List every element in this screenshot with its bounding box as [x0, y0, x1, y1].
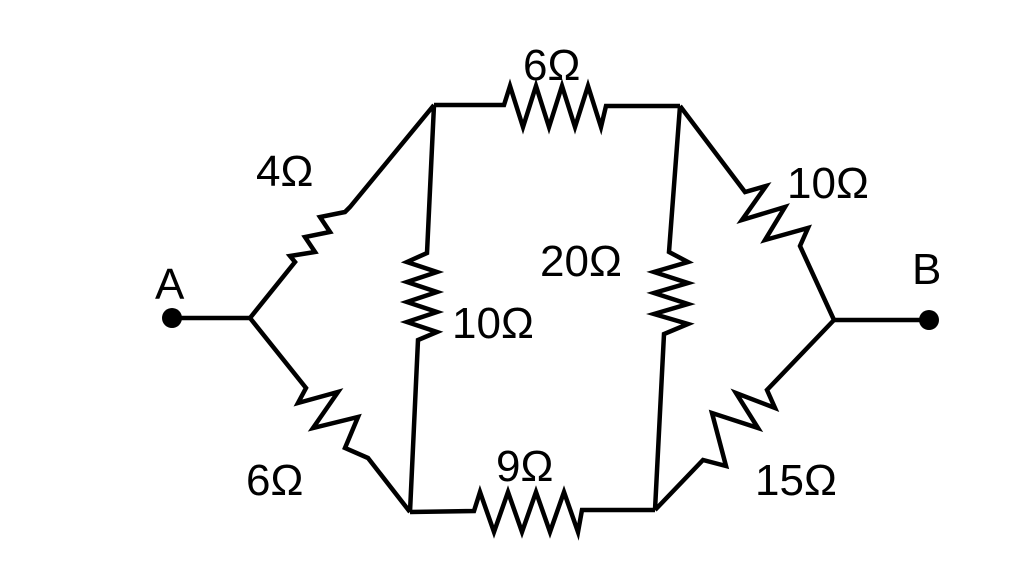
terminal-a: A — [155, 260, 185, 328]
resistor-10ohm-middle-zigzag-icon — [399, 104, 445, 513]
resistor-4ohm-label: 4Ω — [256, 147, 313, 196]
resistor-20ohm-zigzag-icon — [646, 105, 696, 511]
resistor-9ohm-zigzag-icon — [409, 484, 655, 541]
terminal-b: B — [912, 245, 941, 330]
resistor-10ohm-right-label: 10Ω — [787, 159, 869, 208]
resistor-10ohm-middle: 10Ω — [399, 104, 534, 513]
resistor-6ohm-left-zigzag-icon — [248, 316, 412, 514]
resistor-6ohm-top-label: 6Ω — [523, 41, 580, 90]
resistor-20ohm-label: 20Ω — [540, 237, 622, 286]
resistor-10ohm-right-zigzag-icon — [678, 104, 837, 321]
resistor-9ohm-label: 9Ω — [496, 442, 553, 491]
resistor-15ohm: 15Ω — [653, 318, 837, 512]
resistor-10ohm-middle-label: 10Ω — [452, 299, 534, 348]
resistor-4ohm-zigzag-icon — [248, 103, 436, 320]
resistor-20ohm: 20Ω — [540, 105, 696, 511]
resistor-10ohm-right: 10Ω — [678, 104, 869, 321]
terminal-a-label: A — [155, 260, 185, 309]
resistor-4ohm: 4Ω — [248, 103, 436, 320]
resistor-6ohm-top: 6Ω — [434, 41, 680, 136]
resistor-6ohm-top-zigzag-icon — [434, 78, 680, 136]
resistor-6ohm-left: 6Ω — [246, 316, 412, 514]
resistor-9ohm: 9Ω — [409, 442, 655, 541]
terminal-b-label: B — [912, 245, 941, 294]
resistor-15ohm-label: 15Ω — [755, 456, 837, 505]
resistor-6ohm-left-label: 6Ω — [246, 456, 303, 505]
resistor-15ohm-zigzag-icon — [653, 318, 836, 512]
